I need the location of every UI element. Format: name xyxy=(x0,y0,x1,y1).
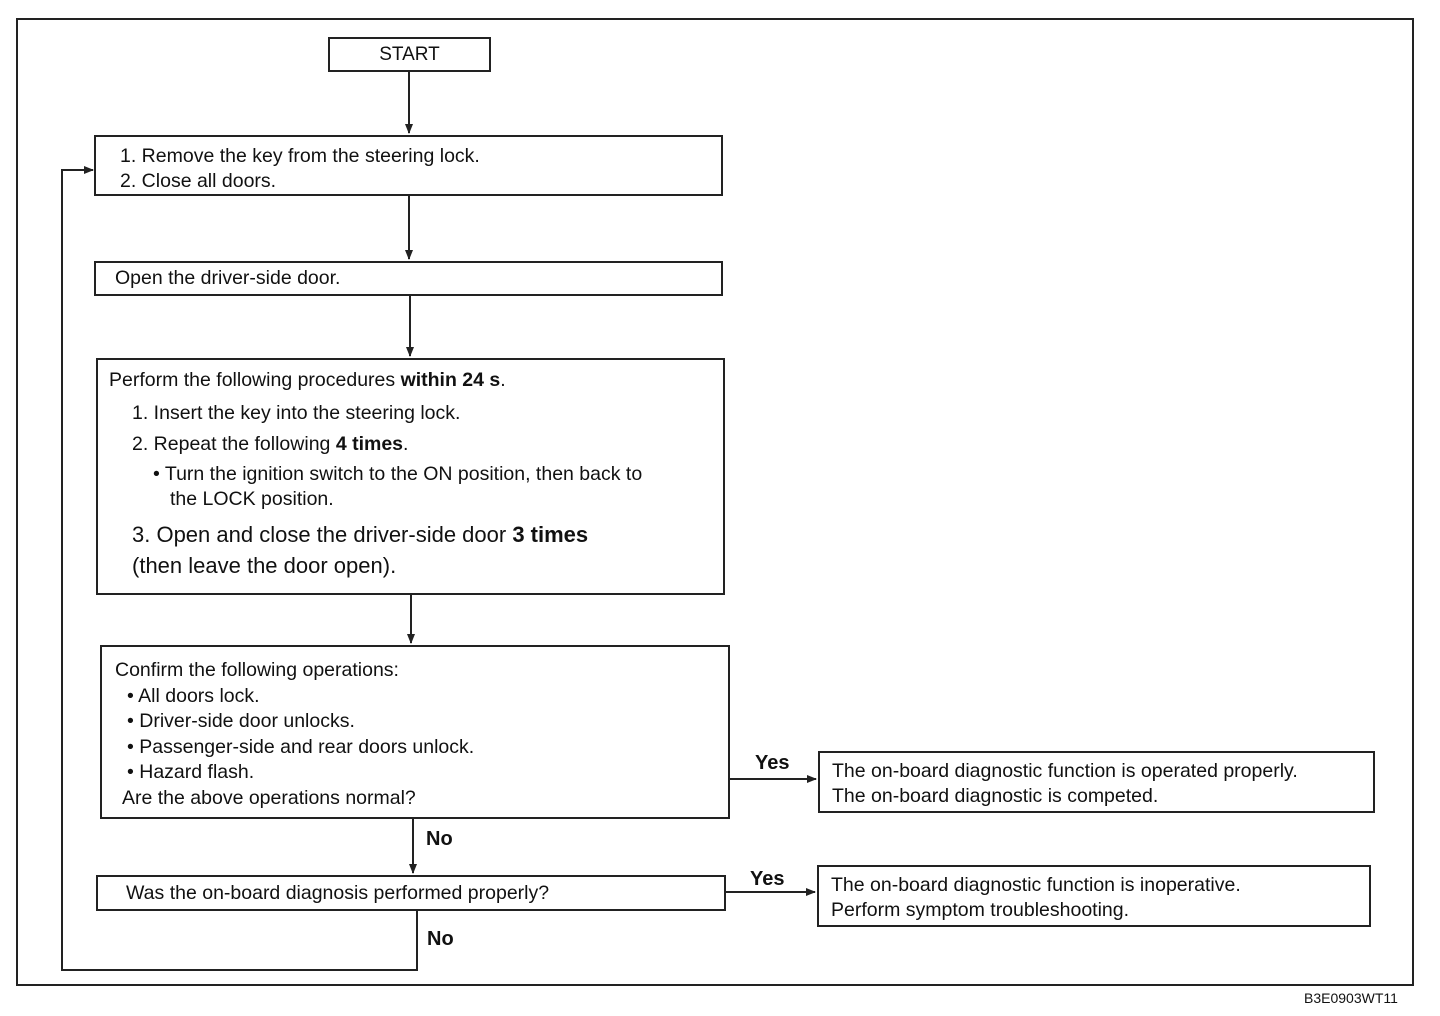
step3-item1: 1. Insert the key into the steering lock… xyxy=(132,402,461,424)
step3-box: Perform the following procedures within … xyxy=(96,358,725,595)
step1-box: 1. Remove the key from the steering lock… xyxy=(94,135,723,196)
no-label-step5: No xyxy=(427,928,454,950)
no-label-step4: No xyxy=(426,828,453,850)
step3-intro: Perform the following procedures within … xyxy=(109,368,506,393)
step5-box: Was the on-board diagnosis performed pro… xyxy=(96,875,726,911)
start-label: START xyxy=(379,44,440,65)
result-fail-box: The on-board diagnostic function is inop… xyxy=(817,865,1371,927)
result-fail-line1: The on-board diagnostic function is inop… xyxy=(831,874,1241,896)
step4-bullet: • Driver-side door unlocks. xyxy=(127,710,355,733)
step3-intro-time: within 24 s xyxy=(400,369,501,391)
step1-line1: 1. Remove the key from the steering lock… xyxy=(120,145,480,167)
result-ok-line1: The on-board diagnostic function is oper… xyxy=(832,760,1298,782)
result-ok-line2: The on-board diagnostic is competed. xyxy=(832,785,1159,807)
step3-bullet-line2: the LOCK position. xyxy=(170,488,334,510)
step4-box: Confirm the following operations: • All … xyxy=(100,645,730,819)
step2-text: Open the driver-side door. xyxy=(115,267,341,289)
result-fail-line2: Perform symptom troubleshooting. xyxy=(831,899,1130,921)
step3-intro-text: Perform the following procedures xyxy=(109,369,401,391)
step3-item2-text: 2. Repeat the following xyxy=(132,433,336,455)
step5-text: Was the on-board diagnosis performed pro… xyxy=(126,882,550,904)
step4-title: Confirm the following operations: xyxy=(115,659,399,681)
step1-line2: 2. Close all doors. xyxy=(120,170,277,192)
start-box: START xyxy=(328,37,491,72)
step3-bullet-line1: • Turn the ignition switch to the ON pos… xyxy=(153,463,643,485)
diagram-frame xyxy=(16,18,1414,986)
step3-item3-line2: (then leave the door open). xyxy=(132,553,397,578)
step3-item3: 3. Open and close the driver-side door 3… xyxy=(132,522,588,547)
yes-label-step5: Yes xyxy=(750,868,785,890)
step4-bullet: • Hazard flash. xyxy=(127,761,255,784)
figure-code: B3E0903WT11 xyxy=(1304,990,1398,1006)
step3-intro-period: . xyxy=(500,369,506,391)
step3-item2-count: 4 times xyxy=(335,433,404,455)
step3-item2-period: . xyxy=(403,433,409,455)
step3-item3-text: 3. Open and close the driver-side door xyxy=(132,522,513,547)
step3-item2: 2. Repeat the following 4 times. xyxy=(132,432,408,457)
step4-question: Are the above operations normal? xyxy=(122,786,416,809)
step2-box: Open the driver-side door. xyxy=(94,261,723,296)
step4-bullet: • Passenger-side and rear doors unlock. xyxy=(127,735,475,758)
step3-item3-count: 3 times xyxy=(512,522,589,547)
arrow-step5-no-loop xyxy=(61,166,418,971)
yes-label-step4: Yes xyxy=(755,752,790,774)
step4-bullet: • All doors lock. xyxy=(127,684,260,707)
result-ok-box: The on-board diagnostic function is oper… xyxy=(818,751,1375,813)
